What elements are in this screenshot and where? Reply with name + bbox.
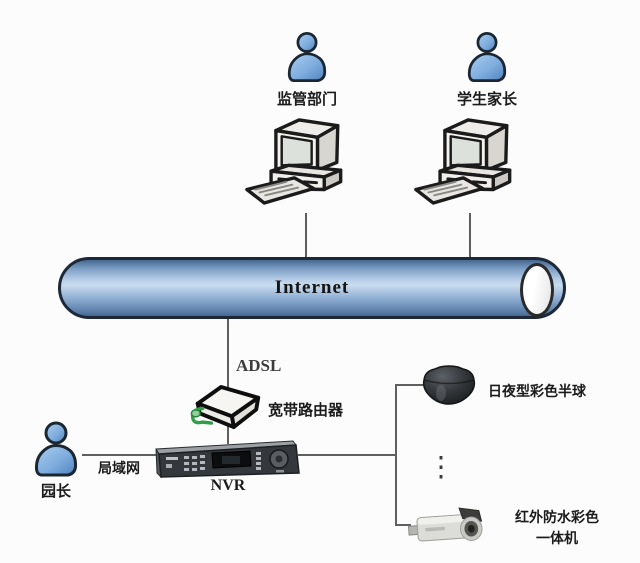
nvr-icon bbox=[155, 440, 300, 478]
connector-camera-trunk bbox=[395, 384, 397, 526]
router-icon bbox=[189, 385, 261, 429]
principal-label: 园长 bbox=[40, 483, 71, 500]
person-icon bbox=[34, 421, 78, 477]
lan-label: 局域网 bbox=[98, 460, 140, 476]
bullet-camera-label-line1: 红外防水彩色 bbox=[515, 509, 599, 525]
internet-pipe: Internet bbox=[58, 257, 566, 319]
pipe-opening bbox=[520, 263, 554, 317]
adsl-label: ADSL bbox=[236, 356, 282, 375]
connector-supervisor-pc-internet bbox=[305, 213, 307, 258]
dome-camera-label: 日夜型彩色半球 bbox=[488, 383, 586, 399]
connector-parents-pc-internet bbox=[469, 213, 471, 258]
connector-trunk-dome-camera bbox=[395, 384, 425, 386]
more-cameras-ellipsis: ⋮ bbox=[427, 451, 455, 482]
connector-internet-adsl-router-nvr bbox=[227, 318, 229, 444]
person-icon bbox=[467, 31, 507, 83]
bullet-camera-label-line2: 一体机 bbox=[536, 530, 578, 546]
bullet-camera-icon bbox=[406, 506, 484, 546]
desktop-computer-icon bbox=[245, 118, 343, 205]
person-icon bbox=[287, 31, 327, 83]
connector-principal-lan-nvr bbox=[82, 454, 156, 456]
nvr-label: NVR bbox=[210, 477, 246, 494]
dome-camera-icon bbox=[422, 365, 476, 405]
connector-nvr-camera-trunk bbox=[298, 454, 397, 456]
parents-label: 学生家长 bbox=[456, 91, 517, 108]
internet-label: Internet bbox=[274, 277, 350, 298]
supervisor-label: 监管部门 bbox=[276, 91, 337, 108]
desktop-computer-icon bbox=[414, 118, 512, 205]
router-label: 宽带路由器 bbox=[268, 402, 344, 419]
connector-trunk-bullet-camera bbox=[395, 524, 411, 526]
bullet-camera-label: 红外防水彩色 一体机 bbox=[498, 507, 616, 549]
